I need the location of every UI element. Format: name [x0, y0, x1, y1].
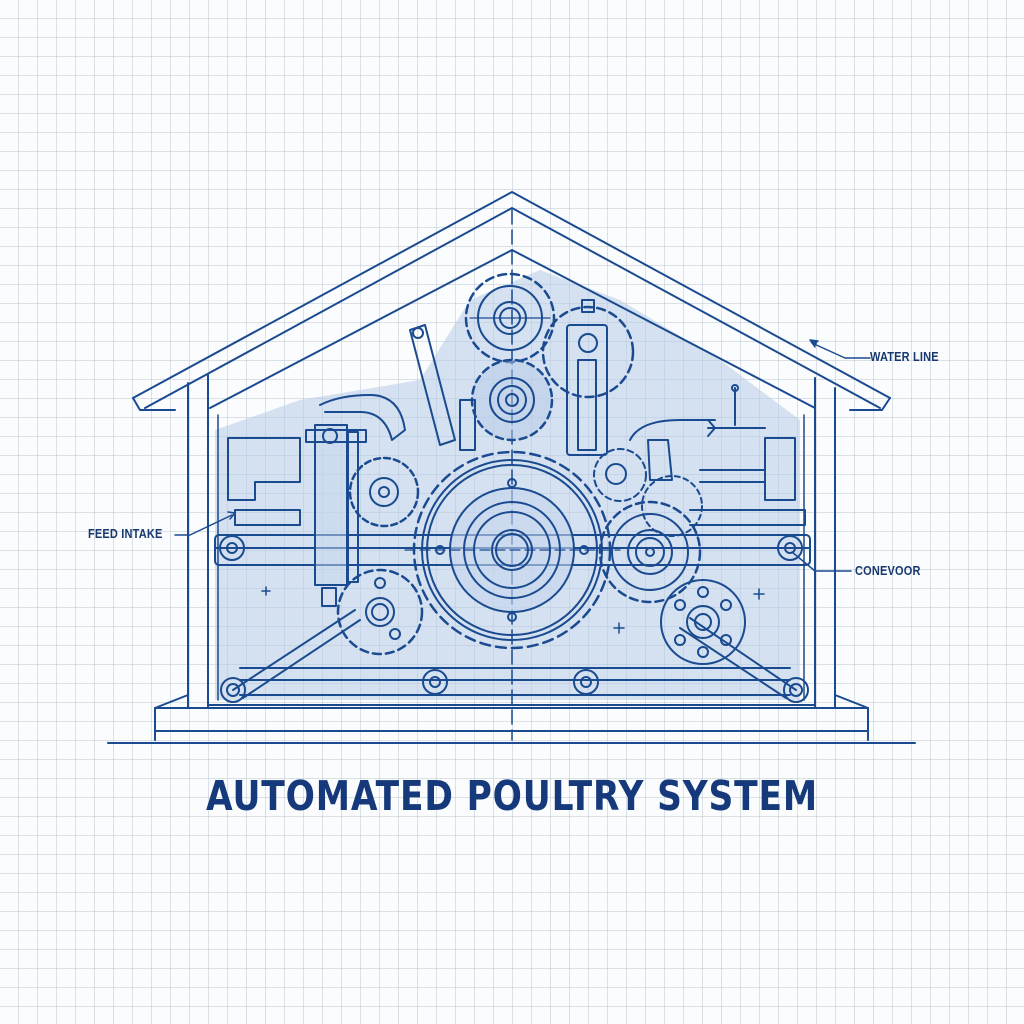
callout-water-line: WATER LINE [870, 350, 939, 364]
lower-left-gear [336, 568, 424, 656]
callout-conveyor: CONEVOOR [855, 564, 921, 578]
house-walls [187, 374, 836, 708]
left-gear [348, 456, 420, 528]
mid-gear [470, 358, 554, 442]
right-gear [593, 448, 703, 604]
lever-arm [409, 324, 476, 451]
diagonal-struts [232, 609, 797, 699]
right-chute [629, 419, 806, 526]
conveyor-rollers [219, 535, 809, 703]
flywheel [660, 579, 746, 665]
cross-markers [261, 586, 765, 634]
callout-leaders [174, 339, 871, 572]
main-gear [404, 450, 621, 650]
house-roof [132, 191, 891, 741]
callout-feed-intake: FEED INTAKE [88, 527, 163, 541]
feed-chute [227, 394, 406, 526]
base-platform [154, 694, 869, 741]
right-top-gear [541, 299, 635, 456]
vertical-cylinder-left [305, 424, 367, 607]
diagram-title: AUTOMATED POULTRY SYSTEM [206, 772, 818, 820]
water-nozzle [707, 384, 766, 437]
